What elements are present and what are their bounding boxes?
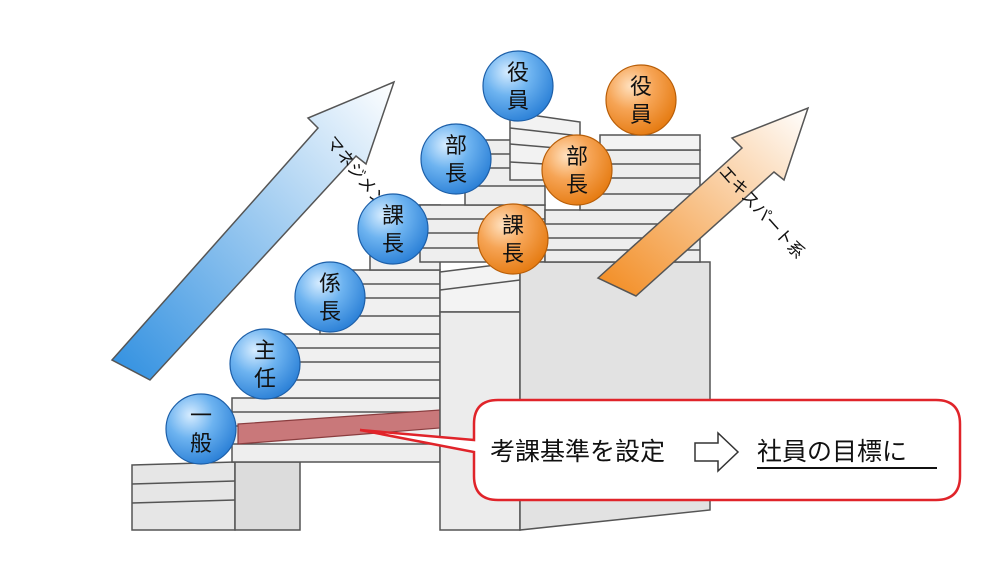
callout: 考課基準を設定 社員の目標に: [359, 398, 962, 502]
rank-label-line1: 課: [382, 204, 404, 229]
rank-label-line2: 任: [254, 367, 276, 392]
rank-label-line1: 役: [630, 75, 652, 100]
rank-label-line1: 部: [566, 145, 588, 170]
management-ranks: 一 般 主 任 係 長 課 長 部 長 役 員: [165, 50, 554, 465]
rank-ball-yakuin: 役 員: [482, 50, 554, 122]
expert-ball-kacho: 課 長: [477, 203, 549, 275]
rank-ball-ippan: 一 般: [165, 393, 237, 465]
rank-label-line2: 般: [190, 432, 212, 457]
rank-ball-kakaricho: 係 長: [294, 261, 366, 333]
callout-right-text: 社員の目標に: [757, 437, 907, 466]
rank-label-line1: 部: [445, 134, 467, 159]
rank-label-line1: 主: [254, 339, 276, 364]
rank-label-line1: 係: [319, 272, 341, 297]
rank-label-line2: 員: [507, 89, 529, 114]
rank-label-line2: 長: [445, 162, 467, 187]
rank-ball-shunin: 主 任: [229, 328, 301, 400]
rank-label-line1: 課: [502, 214, 524, 239]
callout-left-text: 考課基準を設定: [490, 437, 665, 466]
rank-label-line2: 長: [502, 242, 524, 267]
rank-label-line1: 一: [190, 404, 212, 429]
rank-label-line2: 員: [630, 103, 652, 128]
callout-bubble: [359, 398, 962, 502]
rank-ball-kacho: 課 長: [357, 193, 429, 265]
expert-ball-yakuin: 役 員: [605, 64, 677, 136]
rank-label-line2: 長: [319, 300, 341, 325]
expert-ranks: 課 長 部 長 役 員: [477, 64, 677, 275]
right-arrow-icon: [694, 431, 740, 473]
rank-label-line2: 長: [566, 173, 588, 198]
rank-label-line2: 長: [382, 232, 404, 257]
expert-ball-bucho: 部 長: [541, 134, 613, 206]
rank-ball-bucho: 部 長: [420, 123, 492, 195]
rank-label-line1: 役: [507, 61, 529, 86]
